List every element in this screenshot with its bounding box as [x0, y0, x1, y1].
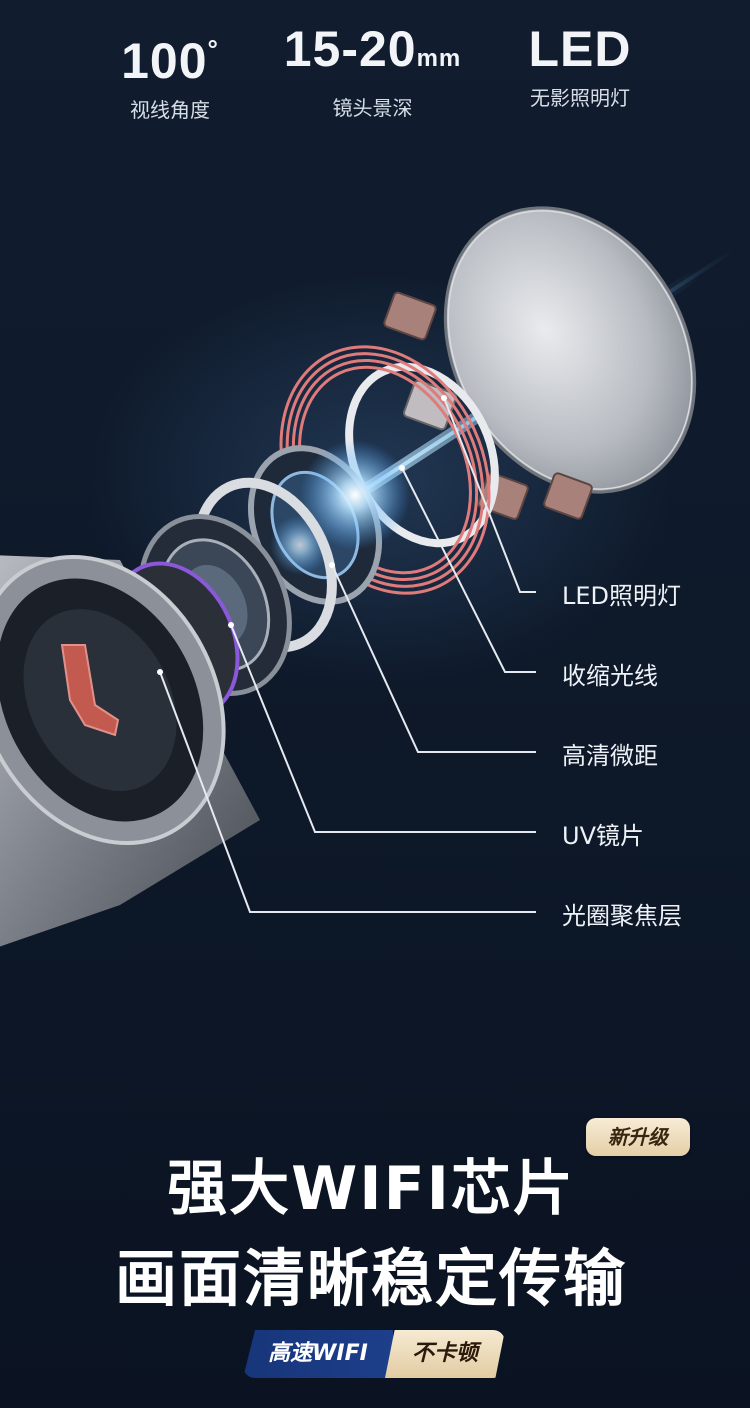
spec-value: LED — [528, 21, 632, 77]
tag-no-lag: 不卡顿 — [385, 1330, 505, 1378]
spec-caption: 无影照明灯 — [530, 86, 630, 110]
callout-hd-macro: 高清微距 — [562, 742, 658, 770]
spec-view-angle: 100° 视线角度 — [110, 20, 230, 123]
callout-uv-lens: UV镜片 — [562, 822, 644, 850]
spec-caption: 视线角度 — [130, 98, 210, 122]
spec-led-light: LED 无影照明灯 — [515, 20, 645, 111]
callout-light-converge: 收缩光线 — [562, 662, 658, 690]
headline-line1: 强大WIFI芯片 — [167, 1154, 575, 1224]
spec-value: 100 — [121, 33, 208, 89]
spec-unit: ° — [207, 34, 219, 64]
spec-caption: 镜头景深 — [332, 96, 413, 120]
feature-tags: 高速WIFI 不卡顿 — [243, 1330, 505, 1378]
upgrade-badge: 新升级 — [586, 1118, 690, 1156]
spec-depth-of-field: 15-20mm 镜头景深 — [270, 20, 475, 121]
spec-value: 15-20 — [283, 21, 417, 77]
spec-unit: mm — [416, 45, 462, 72]
callout-led-light: LED照明灯 — [562, 582, 682, 610]
lens-illustration-panel: 100° 视线角度 15-20mm 镜头景深 LED 无影照明灯 LED照明灯 … — [0, 0, 750, 1030]
exploded-lens-illustration — [0, 206, 734, 947]
tag-high-speed-wifi: 高速WIFI — [243, 1330, 393, 1378]
headline-line2: 画面清晰稳定传输 — [114, 1242, 627, 1315]
callout-aperture-focus-layer: 光圈聚焦层 — [562, 902, 682, 930]
